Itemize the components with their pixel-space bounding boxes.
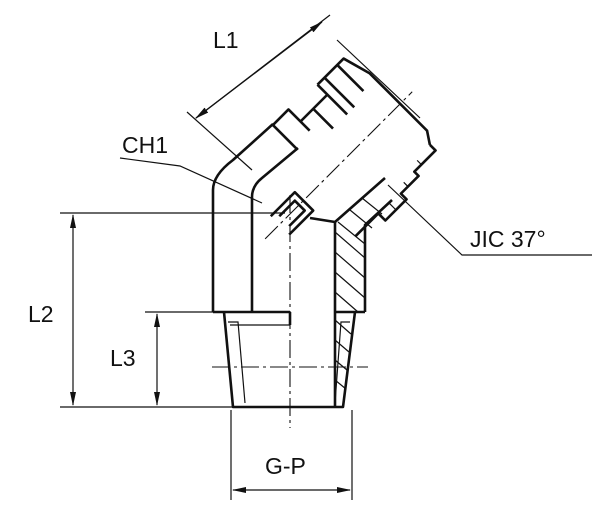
label-l1: L1 (213, 27, 239, 53)
leader-jic (387, 184, 592, 256)
dimension-l2 (60, 212, 285, 408)
label-jic: JIC 37° (470, 226, 546, 252)
label-l2: L2 (28, 301, 54, 327)
label-ch1: CH1 (122, 132, 168, 158)
dimension-l1 (186, 14, 421, 171)
label-l3: L3 (110, 345, 136, 371)
section-hatching (334, 197, 383, 390)
dimension-l3 (145, 311, 224, 406)
dimension-gp (230, 410, 353, 500)
leader-ch1 (119, 157, 263, 204)
label-gp: G-P (265, 453, 306, 479)
